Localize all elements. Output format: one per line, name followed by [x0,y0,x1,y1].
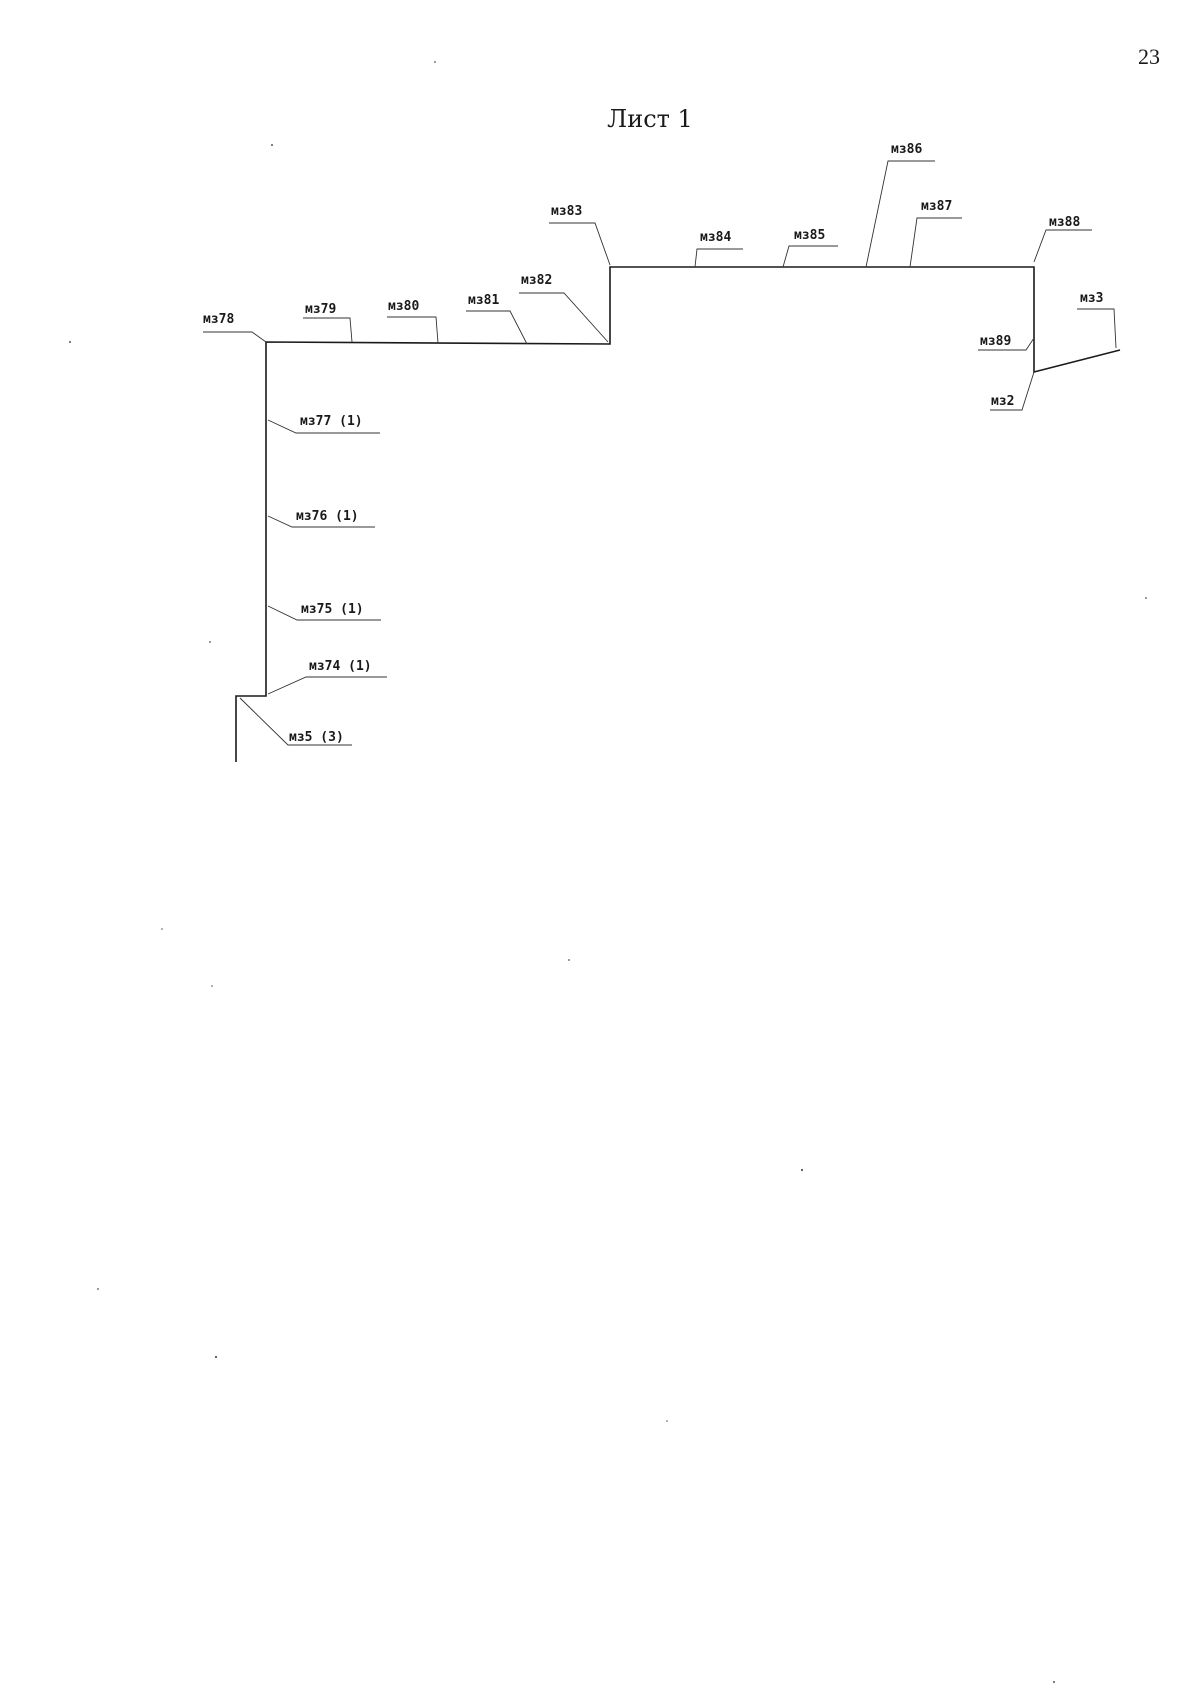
leader-mz87 [909,217,962,268]
leader-mz89 [978,337,1035,351]
label-mz87: мз87 [921,199,952,214]
scan-speck [97,1288,99,1290]
scan-speck [271,144,273,146]
leader-mz86 [865,160,935,268]
scan-speck [568,959,570,961]
scan-speck [69,341,71,343]
leader-mz79 [303,317,353,343]
label-mz2: мз2 [991,394,1014,409]
scan-speck [1145,597,1147,599]
label-mz88: мз88 [1049,215,1080,230]
scan-speck [800,1168,804,1172]
label-mz78: мз78 [203,312,234,327]
leader-mz78 [203,331,267,343]
leader-mz80 [387,316,439,344]
leader-lines [203,160,1117,746]
leader-mz84 [694,248,743,268]
label-mz79: мз79 [305,302,336,317]
leader-mz76 [267,515,375,528]
label-mz86: мз86 [891,142,922,157]
leader-mz77 [267,419,380,434]
label-mz84: мз84 [700,230,731,245]
scan-speck [209,641,211,643]
label-mz5: мз5 (3) [289,730,344,745]
page-number: 23 [1138,44,1160,69]
sheet-title: Лист 1 [607,105,693,133]
leader-mz85 [782,245,838,268]
leader-mz81 [466,310,528,345]
leader-mz5 [239,697,352,746]
leader-mz82 [519,292,609,343]
scan-speck [666,1420,668,1422]
label-mz83: мз83 [551,204,582,219]
leader-mz74 [267,676,387,695]
label-mz76: мз76 (1) [296,509,359,524]
label-mz3: мз3 [1080,291,1103,306]
label-mz89: мз89 [980,334,1011,349]
scan-speck [211,985,213,987]
boundary-main-line [235,266,1121,762]
leader-mz2 [990,371,1035,411]
leader-mz88 [1033,229,1092,263]
label-mz85: мз85 [794,228,825,243]
scan-speck [434,61,436,63]
leader-mz3 [1077,308,1117,349]
label-mz74: мз74 (1) [309,659,372,674]
point-labels: мз78 мз79 мз80 мз81 мз82 мз83 мз84 мз85 … [203,142,1103,745]
label-mz81: мз81 [468,293,499,308]
scan-specks [69,61,1147,1683]
scan-speck [214,1355,218,1359]
scan-speck [1053,1681,1055,1683]
boundary-lines [235,266,1121,762]
label-mz82: мз82 [521,273,552,288]
label-mz75: мз75 (1) [301,602,364,617]
label-mz77: мз77 (1) [300,414,363,429]
leader-mz83 [549,222,611,266]
label-mz80: мз80 [388,299,419,314]
leader-mz75 [267,605,381,621]
scan-speck [161,928,163,930]
